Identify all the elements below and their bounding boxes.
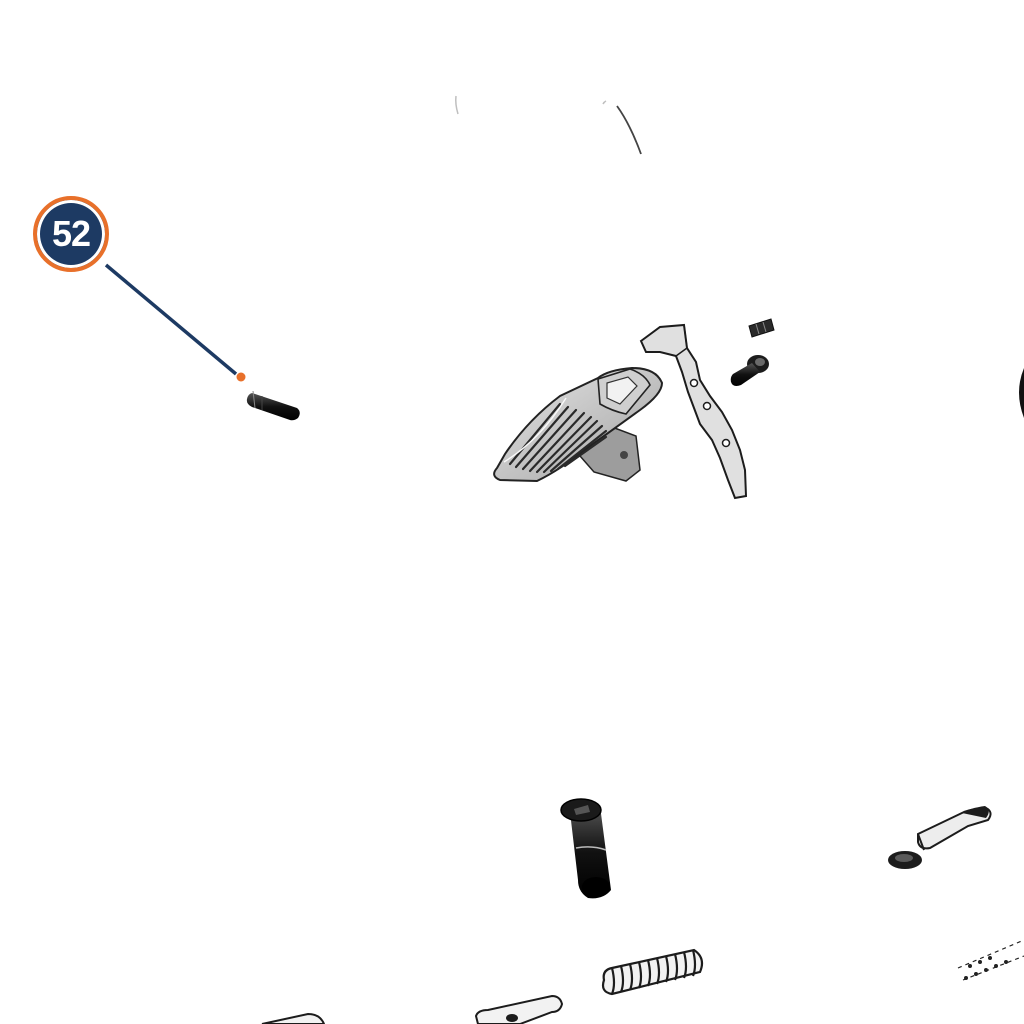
coil-spring[interactable] bbox=[601, 948, 704, 996]
bottom-pin-part[interactable] bbox=[474, 994, 564, 1024]
retaining-pin[interactable] bbox=[917, 806, 992, 851]
callout-number: 52 bbox=[51, 213, 91, 254]
leader-line-52 bbox=[104, 263, 238, 376]
faint-outline-top bbox=[455, 95, 642, 155]
lever-arm[interactable] bbox=[639, 323, 748, 500]
chain-linkage-part[interactable] bbox=[957, 939, 1024, 981]
small-nut-part[interactable] bbox=[748, 318, 775, 338]
clip-washer[interactable] bbox=[888, 851, 922, 869]
leader-dot-52 bbox=[236, 372, 246, 382]
wheel-edge-part bbox=[1019, 368, 1024, 418]
callout-52[interactable]: 52 bbox=[33, 196, 109, 272]
footrest-pedal[interactable] bbox=[493, 366, 664, 483]
small-bolt-part[interactable] bbox=[730, 355, 769, 386]
bottom-sleeve-part[interactable] bbox=[261, 1012, 326, 1024]
socket-cap-screw[interactable] bbox=[560, 798, 611, 899]
pin-part-52[interactable] bbox=[246, 390, 300, 421]
